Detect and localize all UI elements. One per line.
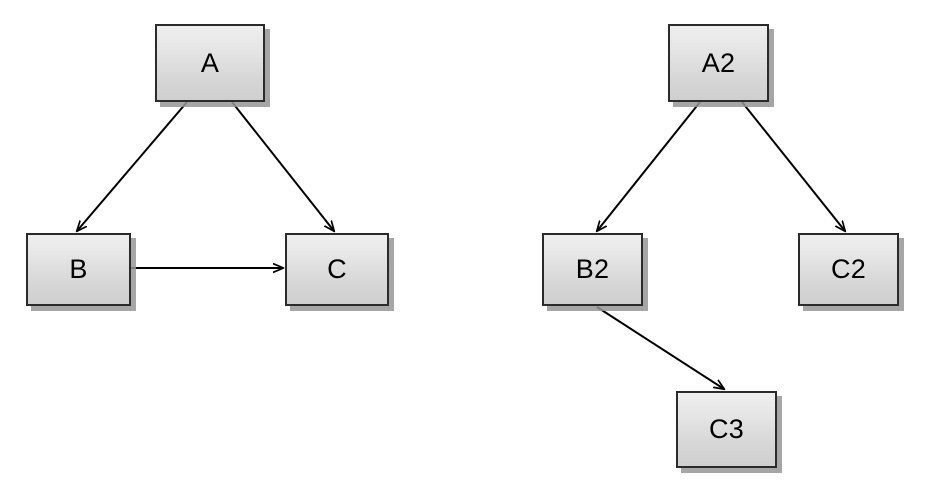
- edge-a-to-c: [231, 101, 334, 231]
- node-b2[interactable]: B2: [542, 233, 643, 306]
- node-c[interactable]: C: [285, 233, 389, 306]
- node-label-b: B: [69, 254, 88, 284]
- node-label-c3: C3: [708, 414, 745, 444]
- node-a2[interactable]: A2: [668, 24, 769, 102]
- node-c2[interactable]: C2: [798, 233, 899, 306]
- edge-b2-to-c3: [596, 306, 724, 389]
- node-label-a2: A2: [701, 47, 736, 78]
- edge-a2-to-c2: [741, 101, 845, 231]
- edge-a2-to-b2: [597, 101, 701, 231]
- edge-a-to-b: [77, 101, 188, 231]
- node-label-a: A: [200, 47, 220, 78]
- node-c3[interactable]: C3: [676, 391, 777, 468]
- node-label-c: C: [327, 254, 347, 284]
- node-a[interactable]: A: [155, 24, 265, 102]
- node-label-b2: B2: [575, 254, 610, 284]
- node-label-c2: C2: [830, 254, 867, 284]
- edge-group: [77, 101, 845, 389]
- node-b[interactable]: B: [26, 233, 131, 306]
